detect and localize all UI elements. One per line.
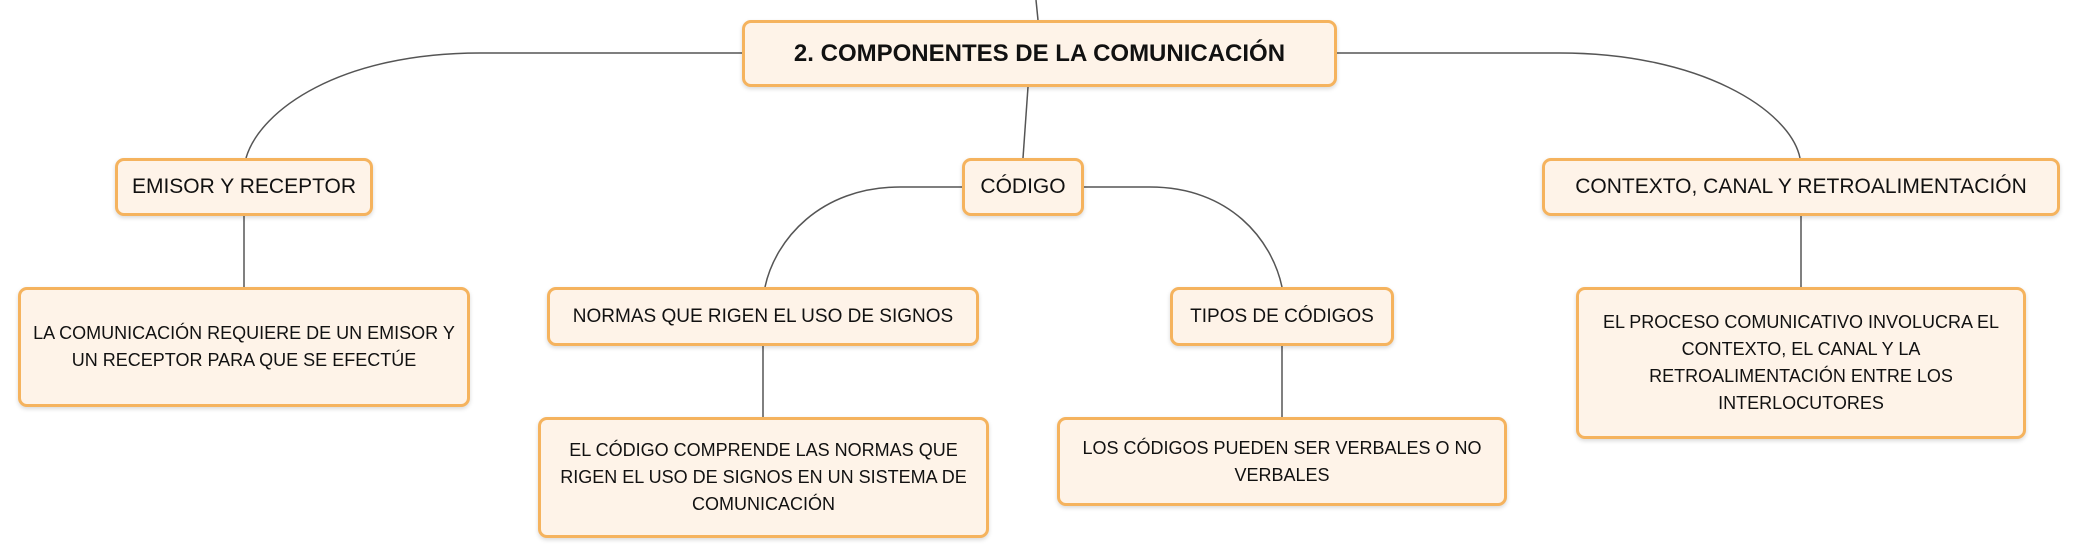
node-emisor-detail[interactable]: LA COMUNICACIÓN REQUIERE DE UN EMISOR Y … [18,287,470,407]
node-codigo[interactable]: CÓDIGO [962,158,1084,216]
node-emisor-receptor[interactable]: EMISOR Y RECEPTOR [115,158,373,216]
node-normas-signos-label: NORMAS QUE RIGEN EL USO DE SIGNOS [572,305,954,327]
connector-root-to-codigo [1022,86,1029,159]
node-tipos-codigos-label: TIPOS DE CÓDIGOS [1190,305,1374,327]
node-emisor-receptor-label: EMISOR Y RECEPTOR [131,175,357,198]
node-tipos-detail[interactable]: LOS CÓDIGOS PUEDEN SER VERBALES O NO VER… [1057,417,1507,506]
node-normas-detail[interactable]: EL CÓDIGO COMPRENDE LAS NORMAS QUE RIGEN… [538,417,989,538]
node-tipos-detail-label: LOS CÓDIGOS PUEDEN SER VERBALES O NO VER… [1082,437,1482,485]
root-node[interactable]: 2. COMPONENTES DE LA COMUNICACIÓN [742,20,1337,87]
node-contexto-canal-label: CONTEXTO, CANAL Y RETROALIMENTACIÓN [1575,175,2027,198]
connector-root-to-contexto [1337,52,1801,159]
connector-codigo-to-tipos [1084,186,1283,288]
connector-parent-to-root [1035,0,1039,21]
connector-codigo-to-normas [764,186,962,288]
node-contexto-detail[interactable]: EL PROCESO COMUNICATIVO INVOLUCRA EL CON… [1576,287,2026,439]
node-normas-signos[interactable]: NORMAS QUE RIGEN EL USO DE SIGNOS [547,287,979,346]
node-normas-detail-label: EL CÓDIGO COMPRENDE LAS NORMAS QUE RIGEN… [560,440,967,514]
node-contexto-detail-label: EL PROCESO COMUNICATIVO INVOLUCRA EL CON… [1602,312,2000,413]
node-tipos-codigos[interactable]: TIPOS DE CÓDIGOS [1170,287,1394,346]
node-contexto-canal[interactable]: CONTEXTO, CANAL Y RETROALIMENTACIÓN [1542,158,2060,216]
connector-root-to-emisor [245,52,742,159]
node-emisor-detail-label: LA COMUNICACIÓN REQUIERE DE UN EMISOR Y … [33,323,455,370]
node-codigo-label: CÓDIGO [980,175,1066,198]
root-node-label: 2. COMPONENTES DE LA COMUNICACIÓN [793,39,1286,67]
